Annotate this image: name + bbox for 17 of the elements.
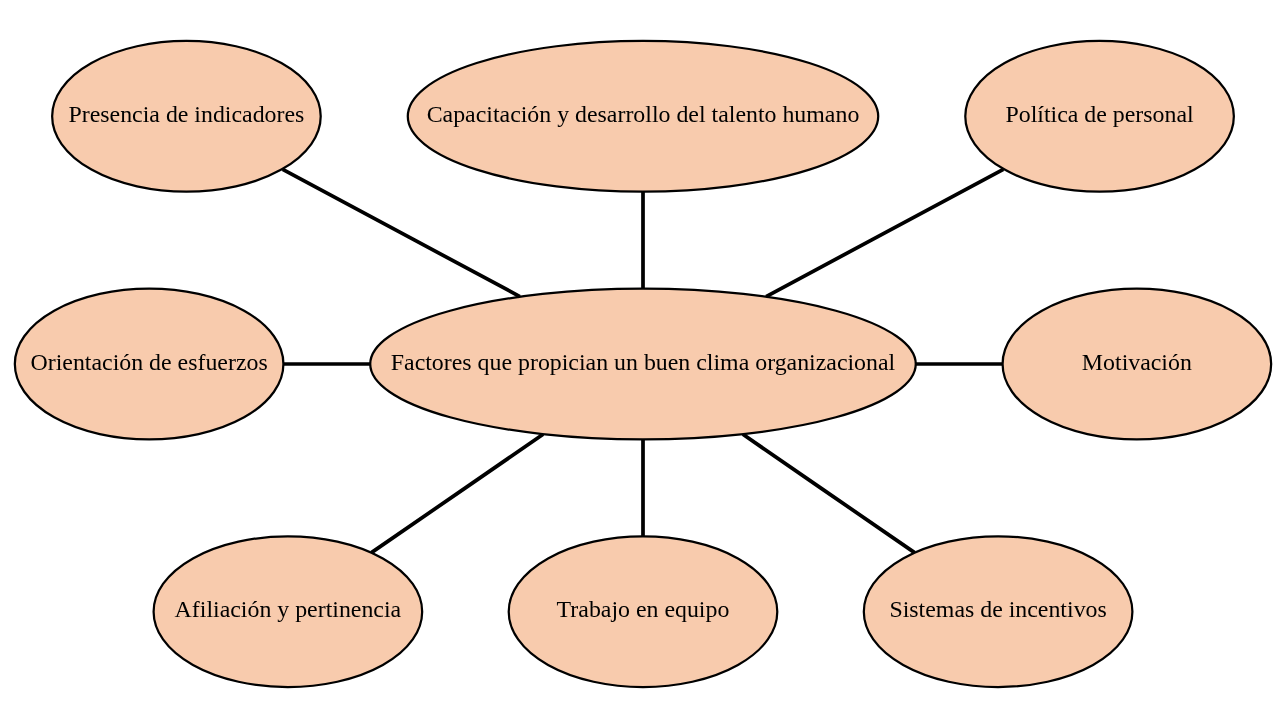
connector xyxy=(641,439,645,536)
node-ellipse: Sistemas de incentivos xyxy=(862,535,1134,689)
connector xyxy=(370,432,545,555)
node-ellipse: Trabajo en equipo xyxy=(507,535,779,689)
node-ellipse: Afiliación y pertinencia xyxy=(152,535,424,689)
connector xyxy=(741,432,916,555)
node-ellipse: Motivación xyxy=(1001,287,1273,441)
node-ellipse: Presencia de indicadores xyxy=(51,39,322,193)
node-ellipse: Política de personal xyxy=(964,39,1235,193)
connector xyxy=(281,167,521,299)
node-ellipse: Orientación de esfuerzos xyxy=(13,287,285,441)
connector xyxy=(641,191,645,289)
connector xyxy=(916,362,1003,366)
connector xyxy=(765,167,1005,299)
connector xyxy=(283,362,370,366)
node-ellipse: Capacitación y desarrollo del talento humano xyxy=(406,39,880,193)
node-ellipse: Factores que propician un buen clima organizacional xyxy=(369,287,917,441)
